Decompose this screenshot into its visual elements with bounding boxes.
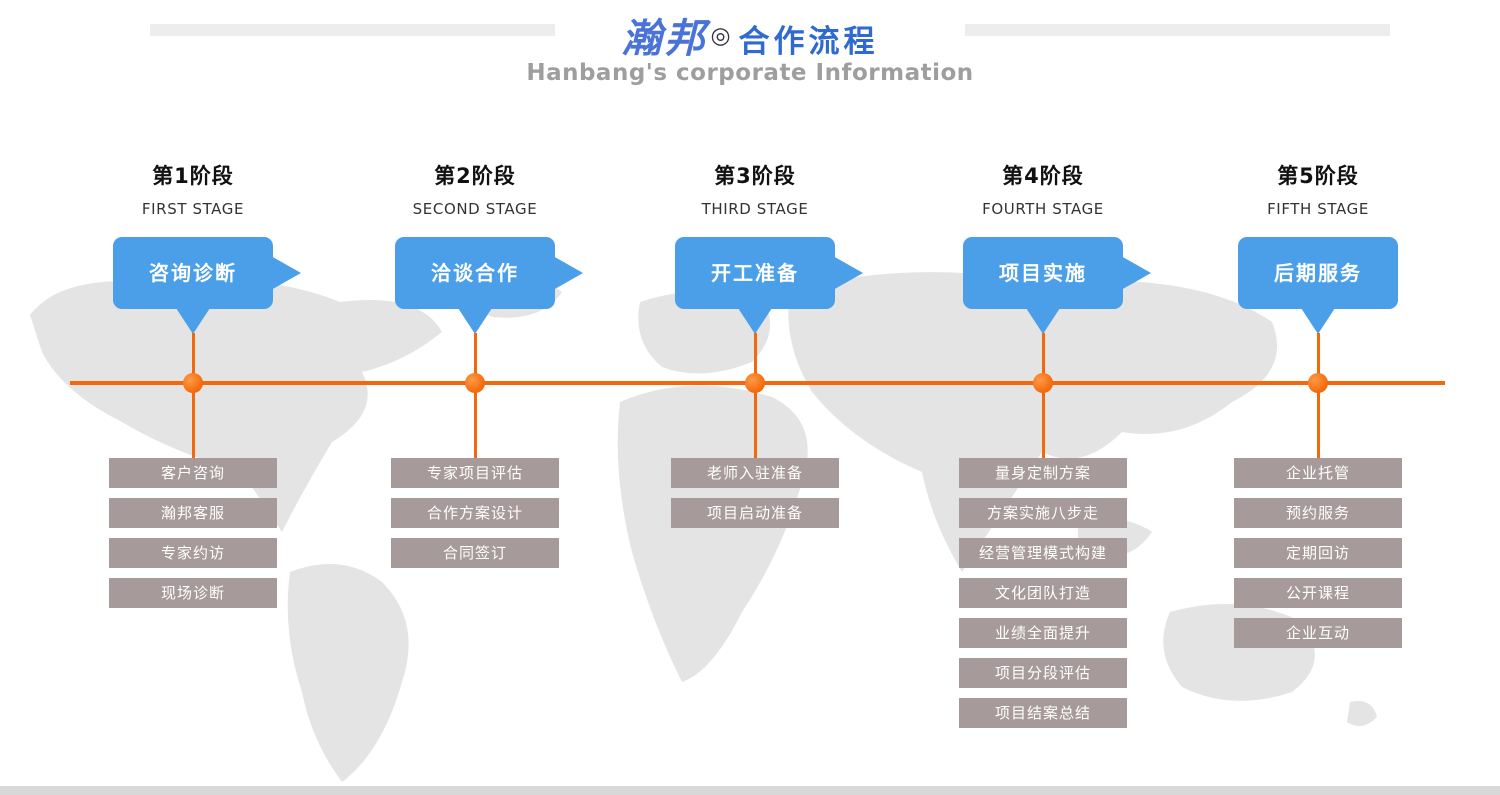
stage-item: 现场诊断 (109, 578, 277, 608)
stage-item: 客户咨询 (109, 458, 277, 488)
stage-label: 第3阶段 (714, 164, 796, 188)
stage-item: 合作方案设计 (391, 498, 559, 528)
stage-item: 量身定制方案 (959, 458, 1127, 488)
stage-item: 专家约访 (109, 538, 277, 568)
stage-item: 项目启动准备 (671, 498, 839, 528)
stage-item: 老师入驻准备 (671, 458, 839, 488)
stage-label-en: THIRD STAGE (701, 200, 809, 218)
timeline-connector (474, 333, 477, 459)
stage-item: 预约服务 (1234, 498, 1402, 528)
stage-items: 企业托管 预约服务 定期回访 公开课程 企业互动 (1234, 458, 1402, 658)
stage-bubble-label: 后期服务 (1274, 261, 1362, 285)
stage-label: 第4阶段 (1002, 164, 1084, 188)
stage-item: 企业托管 (1234, 458, 1402, 488)
bubble-tail-icon (458, 308, 492, 334)
header-divider-left (150, 24, 555, 36)
bubble-tail-icon (1301, 308, 1335, 334)
timeline-node (1033, 373, 1053, 393)
stage-item: 合同签订 (391, 538, 559, 568)
bottom-bar (0, 786, 1500, 795)
header-divider-right (965, 24, 1390, 36)
stage-label-en: FIFTH STAGE (1267, 200, 1369, 218)
stage-bubble-label: 咨询诊断 (149, 261, 237, 285)
stage-item: 公开课程 (1234, 578, 1402, 608)
brand-logo: 瀚邦 (621, 15, 708, 62)
page-header: 瀚邦◎ 合作流程 (0, 6, 1500, 64)
stage-item: 企业互动 (1234, 618, 1402, 648)
stage-item: 业绩全面提升 (959, 618, 1127, 648)
bubble-arrow-right-icon (1121, 256, 1151, 290)
stage-items: 老师入驻准备 项目启动准备 (671, 458, 839, 538)
timeline-connector (192, 333, 195, 459)
stage-bubble: 项目实施 (963, 237, 1151, 334)
world-map-background (30, 272, 1377, 782)
stage-bubble-label: 项目实施 (999, 261, 1087, 285)
stage-item: 瀚邦客服 (109, 498, 277, 528)
page-title: 合作流程 (738, 24, 879, 60)
timeline-node (745, 373, 765, 393)
stage-bubble: 咨询诊断 (113, 237, 301, 334)
page-subtitle: Hanbang's corporate Information (526, 60, 974, 86)
stage-column-3: 第3阶段 THIRD STAGE 开工准备 老师入驻准备 项目启动准备 (605, 160, 905, 795)
timeline-connector (754, 333, 757, 459)
stage-item: 经营管理模式构建 (959, 538, 1127, 568)
stage-item: 项目结案总结 (959, 698, 1127, 728)
brand-mark-icon: ◎ (710, 23, 731, 49)
bubble-arrow-right-icon (833, 256, 863, 290)
stage-label: 第2阶段 (434, 164, 516, 188)
stage-label: 第5阶段 (1277, 164, 1359, 188)
stage-column-4: 第4阶段 FOURTH STAGE 项目实施 量身定制方案 方案实施八步走 经营… (893, 160, 1193, 795)
stage-items: 量身定制方案 方案实施八步走 经营管理模式构建 文化团队打造 业绩全面提升 项目… (959, 458, 1127, 738)
stage-label: 第1阶段 (152, 164, 234, 188)
bubble-arrow-right-icon (271, 256, 301, 290)
stage-item: 项目分段评估 (959, 658, 1127, 688)
stage-label-en: FIRST STAGE (141, 200, 245, 218)
timeline-node (183, 373, 203, 393)
stage-label-en: FOURTH STAGE (982, 200, 1104, 218)
timeline-connector (1042, 333, 1045, 459)
stage-label-en: SECOND STAGE (412, 200, 538, 218)
stage-bubble-label: 洽谈合作 (431, 261, 519, 285)
bubble-arrow-right-icon (553, 256, 583, 290)
bubble-tail-icon (176, 308, 210, 334)
stage-column-1: 第1阶段 FIRST STAGE 咨询诊断 客户咨询 瀚邦客服 专家约访 现场诊… (43, 160, 343, 795)
stage-items: 客户咨询 瀚邦客服 专家约访 现场诊断 (109, 458, 277, 618)
stage-item: 文化团队打造 (959, 578, 1127, 608)
stage-item: 定期回访 (1234, 538, 1402, 568)
timeline-node (1308, 373, 1328, 393)
timeline-connector (1317, 333, 1320, 459)
bubble-tail-icon (738, 308, 772, 334)
bubble-tail-icon (1026, 308, 1060, 334)
stage-bubble: 后期服务 (1238, 237, 1398, 334)
stage-bubble-label: 开工准备 (711, 261, 799, 285)
stage-column-2: 第2阶段 SECOND STAGE 洽谈合作 专家项目评估 合作方案设计 合同签… (325, 160, 625, 795)
stage-column-5: 第5阶段 FIFTH STAGE 后期服务 企业托管 预约服务 定期回访 公开课… (1168, 160, 1468, 795)
stage-item: 专家项目评估 (391, 458, 559, 488)
stage-items: 专家项目评估 合作方案设计 合同签订 (391, 458, 559, 578)
stage-item: 方案实施八步走 (959, 498, 1127, 528)
stage-bubble: 开工准备 (675, 237, 863, 334)
stage-bubble: 洽谈合作 (395, 237, 583, 334)
timeline-node (465, 373, 485, 393)
